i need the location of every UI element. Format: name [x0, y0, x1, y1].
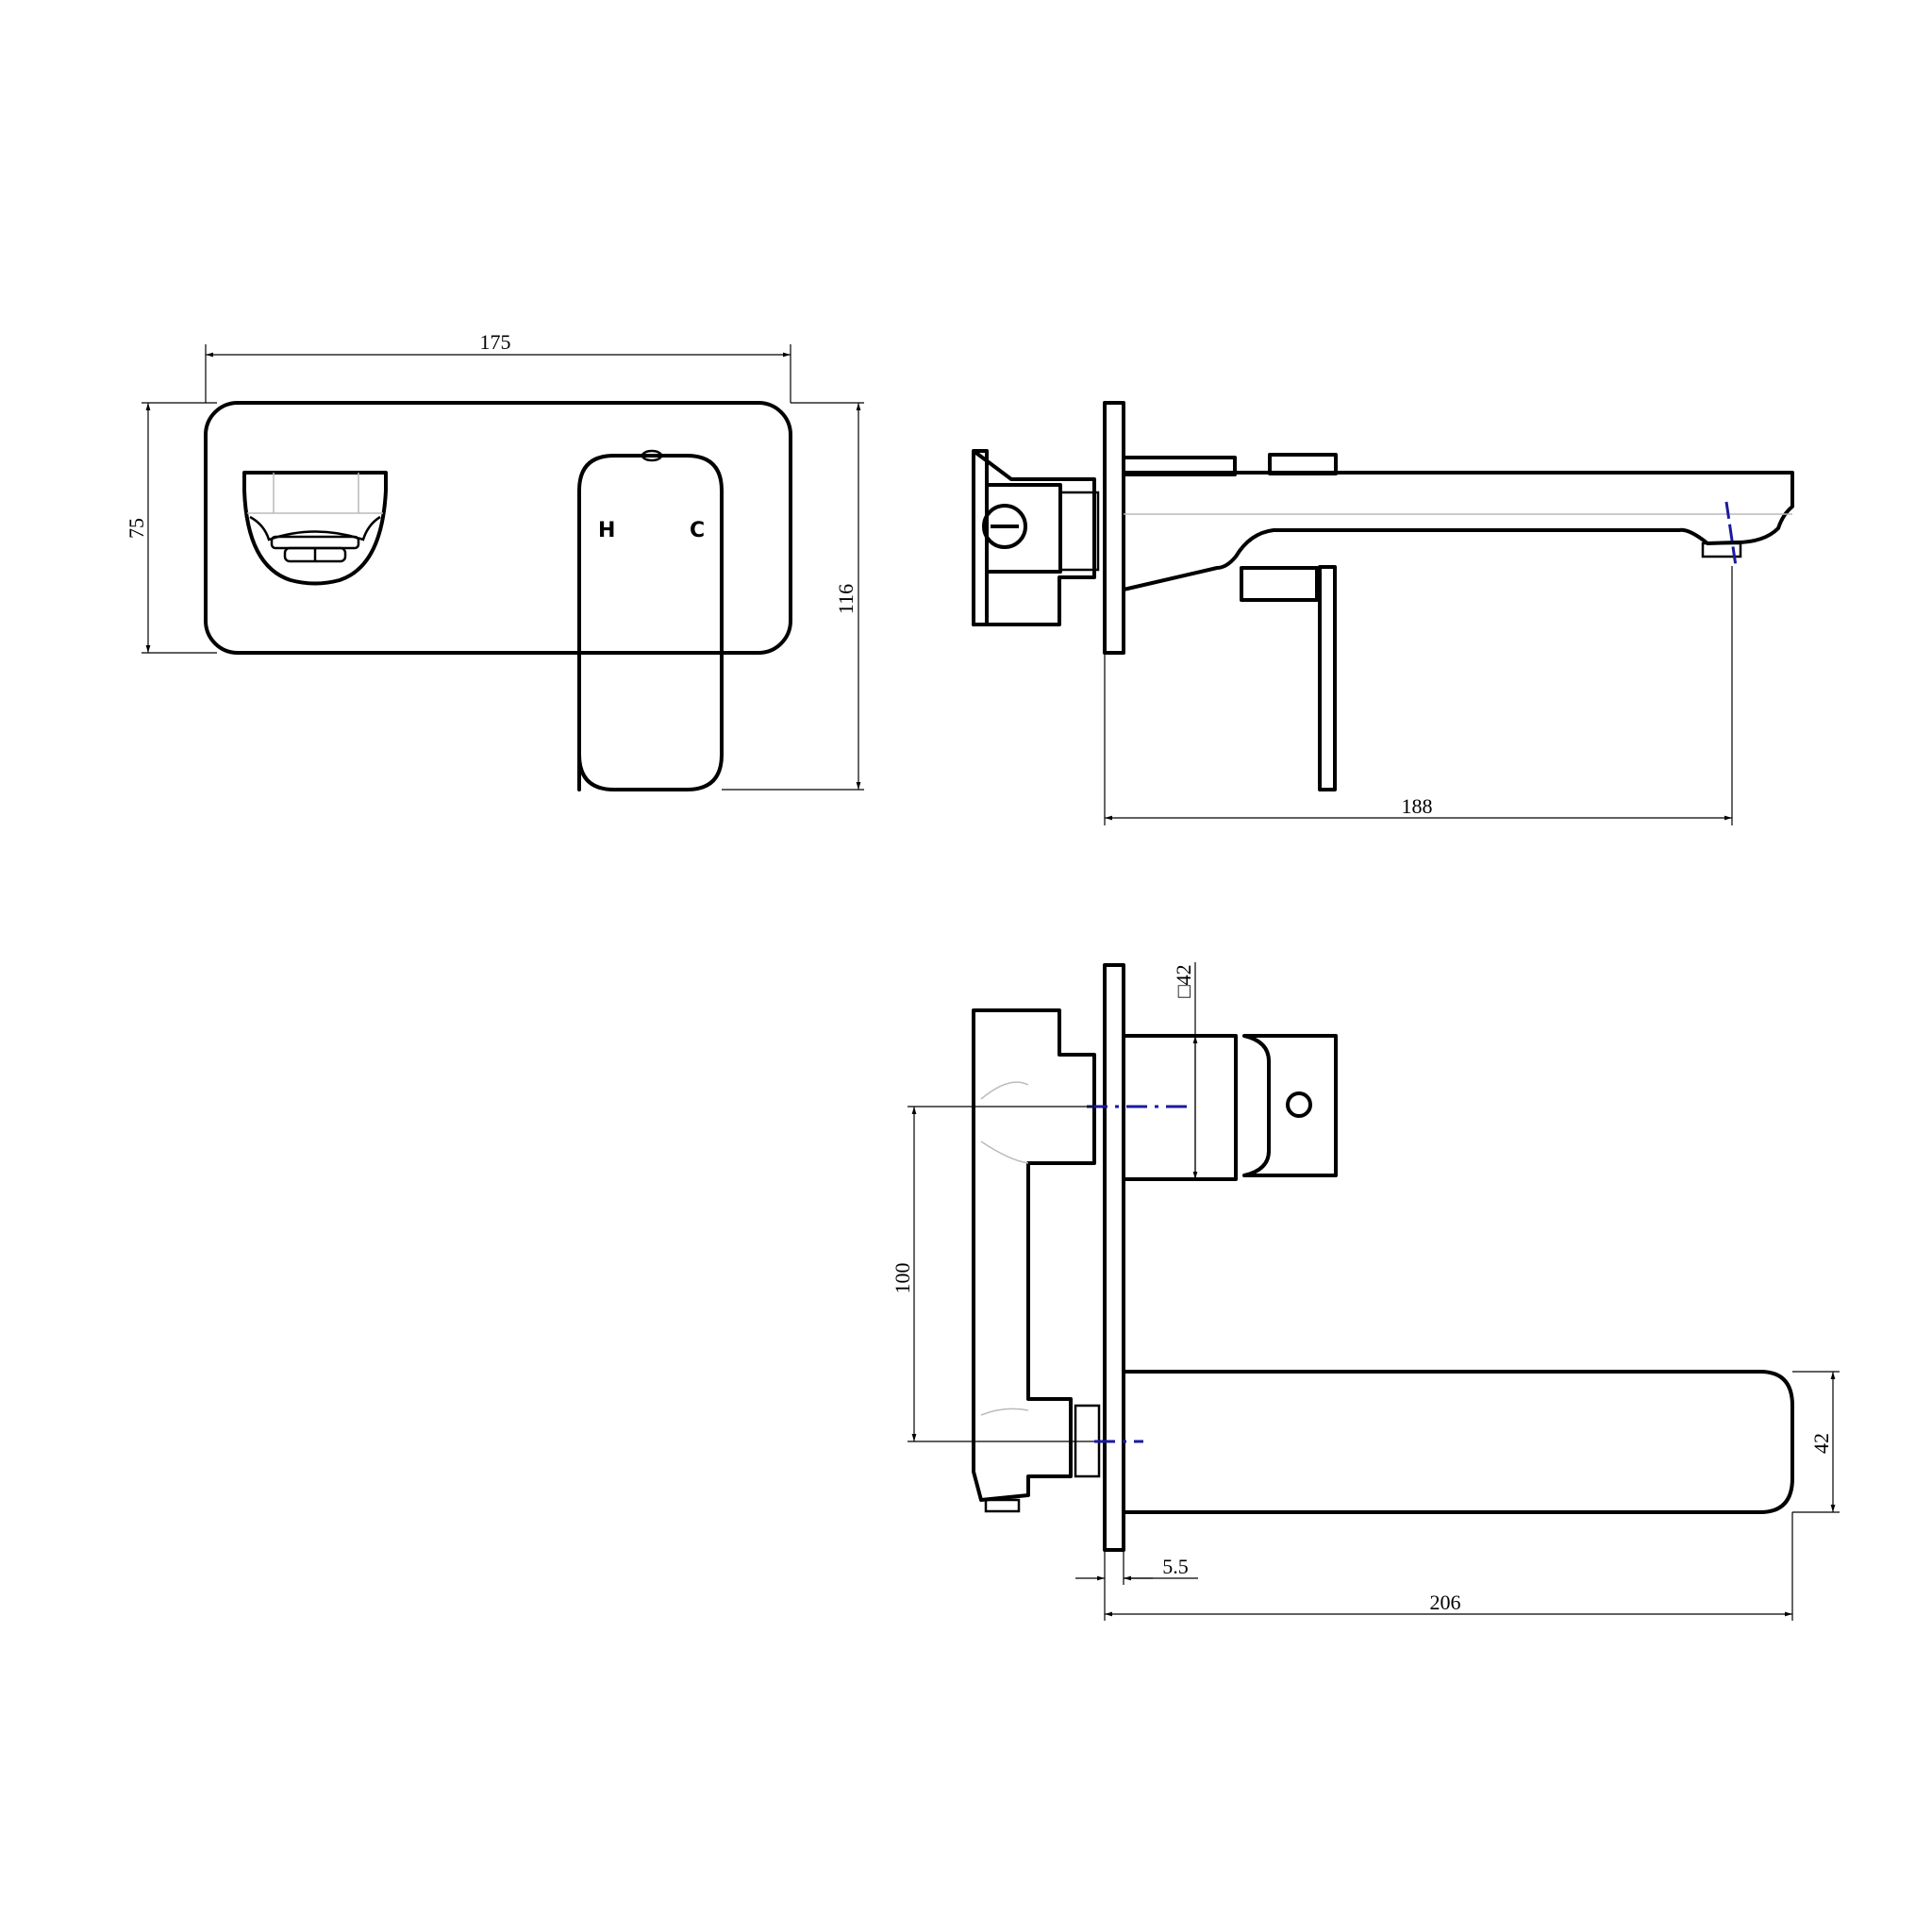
dimension-206: 206 [1105, 1512, 1793, 1621]
wall-plate-side [1103, 401, 1125, 655]
plan-view: □42 100 42 5.5 206 [891, 962, 1840, 1621]
svg-text:42: 42 [1809, 1433, 1833, 1454]
spout-side [1123, 471, 1794, 591]
dimension-square-42: □42 [1172, 962, 1198, 1179]
front-view: H C 175 75 116 [125, 330, 864, 791]
dimension-175: 175 [205, 330, 791, 403]
cold-label: C [690, 519, 705, 542]
hot-label: H [598, 519, 615, 542]
dimension-75: 75 [125, 402, 217, 654]
dimension-42: 42 [1792, 1371, 1840, 1513]
svg-text:75: 75 [125, 518, 148, 539]
cartridge-body [1122, 1034, 1238, 1181]
valve-stem-icon [982, 504, 1027, 549]
svg-text:5.5: 5.5 [1162, 1555, 1189, 1578]
dimension-116: 116 [722, 402, 864, 791]
svg-text:100: 100 [891, 1263, 914, 1294]
svg-text:116: 116 [834, 584, 858, 614]
wall-plate [204, 401, 792, 655]
dimension-188: 188 [1104, 566, 1733, 825]
spout-outlet [242, 471, 388, 586]
svg-text:188: 188 [1402, 794, 1433, 818]
valve-body [972, 449, 1096, 626]
dimension-5-5: 5.5 [1075, 1550, 1198, 1621]
mixer-handle[interactable]: H C [577, 449, 724, 791]
lever-side[interactable] [1318, 565, 1337, 791]
spout-plan [1124, 1370, 1794, 1514]
dimension-100: 100 [891, 1106, 1094, 1442]
lever-pin-icon [1286, 1091, 1312, 1118]
svg-text:206: 206 [1430, 1591, 1461, 1614]
svg-text:□42: □42 [1172, 964, 1195, 997]
svg-text:175: 175 [480, 330, 511, 354]
lever-plan[interactable] [1242, 1034, 1338, 1177]
wall-plate-plan [1103, 963, 1125, 1552]
side-view: 188 [972, 401, 1794, 825]
